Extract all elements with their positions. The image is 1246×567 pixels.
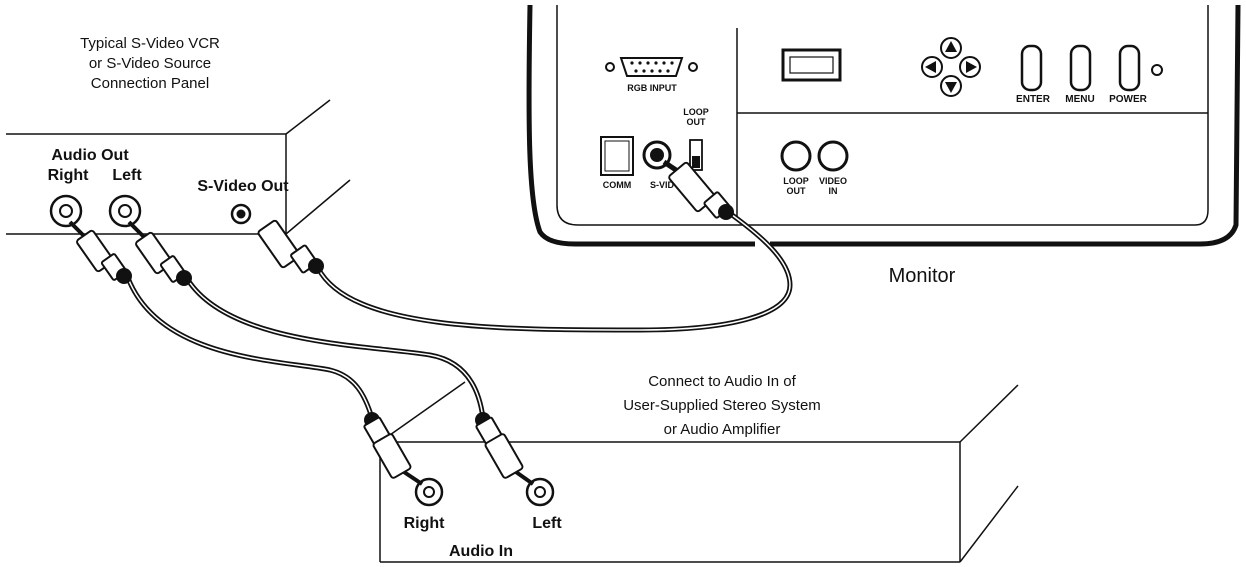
enter-button (1020, 44, 1043, 92)
stereo-left-label: Left (532, 515, 562, 532)
audio-left-cable (185, 278, 486, 419)
stereo-title-2: User-Supplied Stereo System (623, 397, 821, 414)
loop-out-switch-label-1: LOOP (683, 107, 709, 117)
menu-button (1069, 44, 1092, 92)
stereo-right-label: Right (404, 515, 446, 532)
vcr-left-plug (127, 220, 192, 286)
svid-port (642, 140, 672, 170)
stereo-left-jack (525, 477, 555, 507)
stereo-title-1: Connect to Audio In of (648, 373, 796, 390)
panel-port-rect (781, 48, 842, 82)
vcr-title-1: Typical S-Video VCR (80, 35, 220, 52)
enter-label: ENTER (1016, 94, 1051, 105)
power-button (1118, 44, 1141, 92)
svid-label: S-VID (650, 180, 675, 190)
video-in-jack-label-1: VIDEO (819, 176, 847, 186)
svideo-cable (315, 209, 793, 333)
audio-out-label: Audio Out (51, 147, 129, 164)
vcr-left-jack (108, 194, 142, 228)
vcr-right-jack (49, 194, 83, 228)
arrow-keypad (921, 37, 981, 97)
vcr-right-label: Right (48, 167, 90, 184)
loop-out-switch-label-2: OUT (687, 117, 707, 127)
svideo-out-label: S-Video Out (197, 178, 289, 195)
stereo-left-plug (475, 412, 535, 486)
menu-label: MENU (1065, 94, 1094, 105)
vcr-title-2: or S-Video Source (89, 55, 211, 72)
video-in-jack-label-2: IN (829, 186, 838, 196)
audio-right-cable (125, 277, 375, 419)
monitor-label: Monitor (889, 265, 956, 287)
stereo-title-3: or Audio Amplifier (664, 421, 781, 438)
audio-in-label: Audio In (449, 543, 513, 560)
loop-out-jack (780, 140, 812, 172)
loop-out-jack-label-1: LOOP (783, 176, 809, 186)
vcr-title-3: Connection Panel (91, 75, 209, 92)
vcr-svideo-jack (230, 203, 252, 225)
comm-port (600, 136, 634, 176)
stereo-box (379, 381, 1019, 563)
monitor-panel (526, 4, 1241, 247)
vcr-panel (6, 99, 351, 235)
rgb-input-port (605, 57, 698, 77)
vcr-svideo-plug (257, 219, 324, 274)
stereo-right-plug (363, 412, 424, 486)
power-label: POWER (1109, 94, 1148, 105)
stereo-right-jack (414, 477, 444, 507)
monitor-svideo-plug (662, 159, 734, 220)
vcr-right-plug (68, 220, 132, 284)
comm-label: COMM (603, 180, 632, 190)
power-indicator-icon (1151, 64, 1163, 76)
vcr-left-label: Left (112, 167, 142, 184)
loop-out-switch (689, 139, 703, 171)
video-in-jack (817, 140, 849, 172)
loop-out-jack-label-2: OUT (787, 186, 807, 196)
rgb-input-label: RGB INPUT (627, 83, 677, 93)
